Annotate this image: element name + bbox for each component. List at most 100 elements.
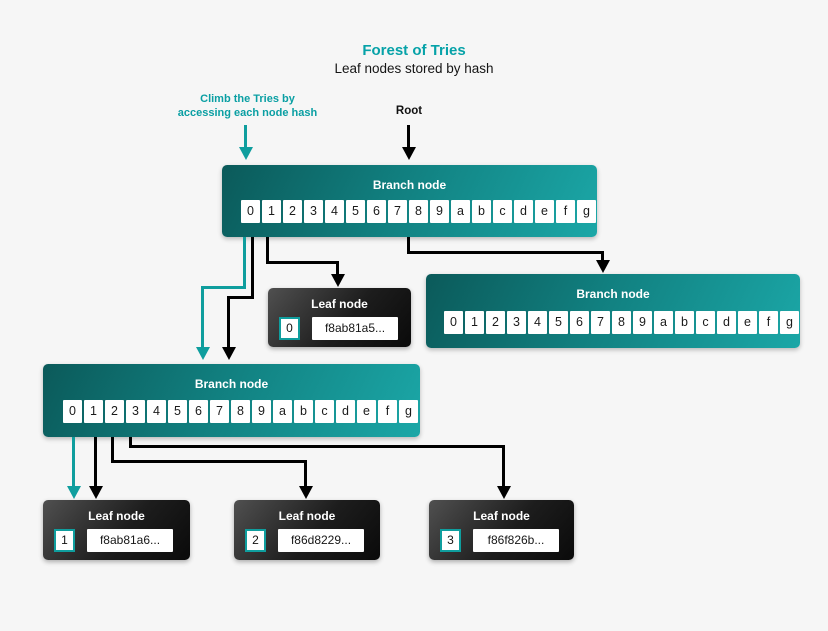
hex-cell: 6 [189, 400, 208, 423]
hex-cell: c [315, 400, 334, 423]
hex-cell: 4 [325, 200, 344, 223]
leaf-node-row: 1 f8ab81a6... [54, 529, 173, 552]
leaf-node-row: 0 f8ab81a5... [279, 317, 398, 340]
hex-cell: a [654, 311, 673, 334]
hex-cell: 7 [210, 400, 229, 423]
hex-cell: a [273, 400, 292, 423]
leaf-node-1: Leaf node 1 f8ab81a6... [43, 500, 190, 560]
hex-cell: c [493, 200, 512, 223]
hex-cell: a [451, 200, 470, 223]
arrow-segment [502, 445, 505, 487]
arrow-segment [111, 460, 307, 463]
arrow-head-icon [239, 147, 253, 160]
hex-cell: b [675, 311, 694, 334]
hex-cell: 2 [105, 400, 124, 423]
hex-cell: f [556, 200, 575, 223]
arrow-head-icon [67, 486, 81, 499]
hex-cell: 7 [388, 200, 407, 223]
arrow-head-icon [299, 486, 313, 499]
branch-node-title: Branch node [576, 287, 650, 301]
hex-cell: g [577, 200, 596, 223]
leaf-index-cell: 0 [279, 317, 300, 340]
leaf-node-title: Leaf node [473, 509, 530, 523]
hex-cell: b [294, 400, 313, 423]
arrow-segment [251, 237, 254, 299]
hex-cell: 9 [252, 400, 271, 423]
leaf-node-2: Leaf node 2 f86d8229... [234, 500, 380, 560]
leaf-hash-value: f8ab81a6... [87, 529, 173, 552]
hex-cell: e [738, 311, 757, 334]
arrow-segment [336, 261, 339, 275]
arrow-segment [244, 125, 247, 148]
arrow-head-icon [402, 147, 416, 160]
climb-annotation-line2: accessing each node hash [177, 107, 318, 119]
arrow-head-icon [222, 347, 236, 360]
branch-node-title: Branch node [194, 377, 269, 391]
arrow-segment [111, 437, 114, 463]
hex-cell: 3 [126, 400, 145, 423]
arrow-segment [129, 437, 132, 448]
arrow-segment [201, 286, 246, 289]
hex-cell: 8 [612, 311, 631, 334]
branch-node-title: Branch node [372, 178, 447, 192]
leaf-node-title: Leaf node [88, 509, 145, 523]
hex-cell: c [696, 311, 715, 334]
arrow-head-icon [196, 347, 210, 360]
leaf-hash-value: f86f826b... [473, 529, 559, 552]
hex-cell: 4 [147, 400, 166, 423]
hex-cell: 1 [465, 311, 484, 334]
hex-cell: 0 [63, 400, 82, 423]
hex-cell: g [399, 400, 418, 423]
arrow-head-icon [497, 486, 511, 499]
hex-cell: e [535, 200, 554, 223]
climb-annotation-line1: Climb the Tries by [200, 93, 295, 105]
hex-cell: 9 [633, 311, 652, 334]
hex-cell: 8 [409, 200, 428, 223]
page-subtitle: Leaf nodes stored by hash [334, 61, 494, 76]
hex-cell: 7 [591, 311, 610, 334]
arrow-segment [129, 445, 505, 448]
leaf-node-title: Leaf node [278, 509, 336, 523]
leaf-index-cell: 1 [54, 529, 75, 552]
arrow-segment [304, 460, 307, 487]
hex-cell: 1 [262, 200, 281, 223]
arrow-segment [227, 296, 254, 299]
leaf-node-row: 2 f86d8229... [245, 529, 364, 552]
hex-cell: 5 [168, 400, 187, 423]
arrow-segment [243, 237, 246, 288]
hex-cell: 5 [549, 311, 568, 334]
hex-cell: 0 [241, 200, 260, 223]
climb-annotation: Climb the Tries by accessing each node h… [160, 92, 335, 120]
hex-cell: e [357, 400, 376, 423]
hex-cell: d [717, 311, 736, 334]
hex-cell: d [336, 400, 355, 423]
page-title: Forest of Tries [362, 42, 466, 59]
leaf-hash-value: f8ab81a5... [312, 317, 398, 340]
root-label: Root [395, 105, 423, 117]
hex-cell: 3 [304, 200, 323, 223]
arrow-head-icon [596, 260, 610, 273]
leaf-index-cell: 3 [440, 529, 461, 552]
hex-cell: 3 [507, 311, 526, 334]
leaf-node-title: Leaf node [311, 297, 368, 311]
arrow-head-icon [331, 274, 345, 287]
hex-cell: 6 [570, 311, 589, 334]
hex-cell: 2 [283, 200, 302, 223]
arrow-segment [266, 237, 269, 264]
hex-cell: 0 [444, 311, 463, 334]
hex-cell: g [780, 311, 799, 334]
arrow-segment [266, 261, 339, 264]
hex-cell: 9 [430, 200, 449, 223]
leaf-node-row: 3 f86f826b... [440, 529, 559, 552]
arrow-segment [201, 286, 204, 348]
arrow-segment [601, 251, 604, 261]
hex-cell: b [472, 200, 491, 223]
hex-cell: 8 [231, 400, 250, 423]
hex-cell: d [514, 200, 533, 223]
